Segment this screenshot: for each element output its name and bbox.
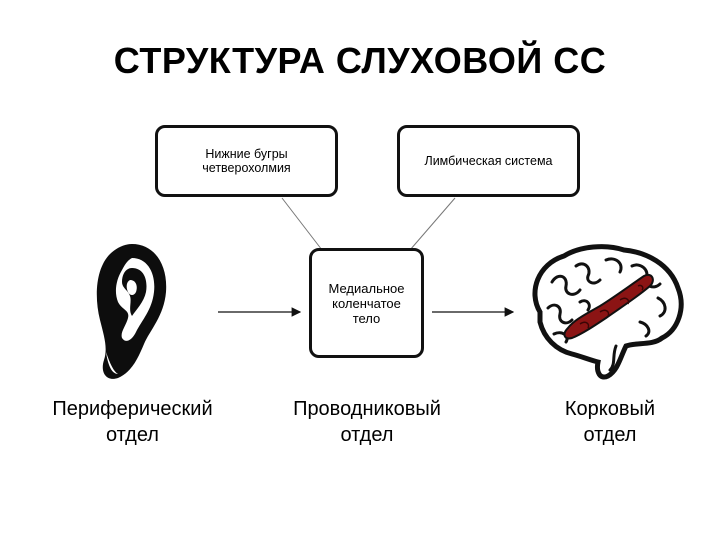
box-geniculate-line-2: коленчатое [332, 295, 401, 311]
brain-icon [532, 244, 684, 380]
connector-limbic-geniculate [409, 197, 456, 251]
label-cortical-line-1: Корковый [564, 398, 656, 420]
label-conductive-line-2: отдел [340, 424, 394, 446]
ear-icon [96, 244, 167, 379]
box-limbic-line-1: Лимбическая система [424, 154, 553, 168]
page-title: СТРУКТУРА СЛУХОВОЙ СС [113, 40, 607, 81]
label-peripheral-line-1: Периферический [52, 398, 213, 420]
box-colliculi-line-1: Нижние бугры [205, 147, 288, 161]
label-peripheral-section: Периферический отдел [20, 396, 245, 448]
box-limbic-system: Лимбическая система [397, 125, 580, 197]
box-medial-geniculate-body: Медиальное коленчатое тело [309, 248, 424, 358]
connector-colliculi-geniculate [281, 197, 323, 251]
box-geniculate-line-1: Медиальное [328, 280, 405, 296]
box-geniculate-line-3: тело [352, 310, 381, 326]
box-colliculi-line-2: четверохолмия [202, 161, 291, 175]
label-peripheral-line-2: отдел [106, 424, 159, 446]
label-conductive-line-1: Проводниковый [293, 398, 441, 420]
label-conductive-section: Проводниковый отдел [262, 396, 472, 448]
label-cortical-section: Корковый отдел [520, 396, 700, 448]
box-inferior-colliculi: Нижние бугры четверохолмия [155, 125, 338, 197]
label-cortical-line-2: отдел [583, 424, 637, 446]
